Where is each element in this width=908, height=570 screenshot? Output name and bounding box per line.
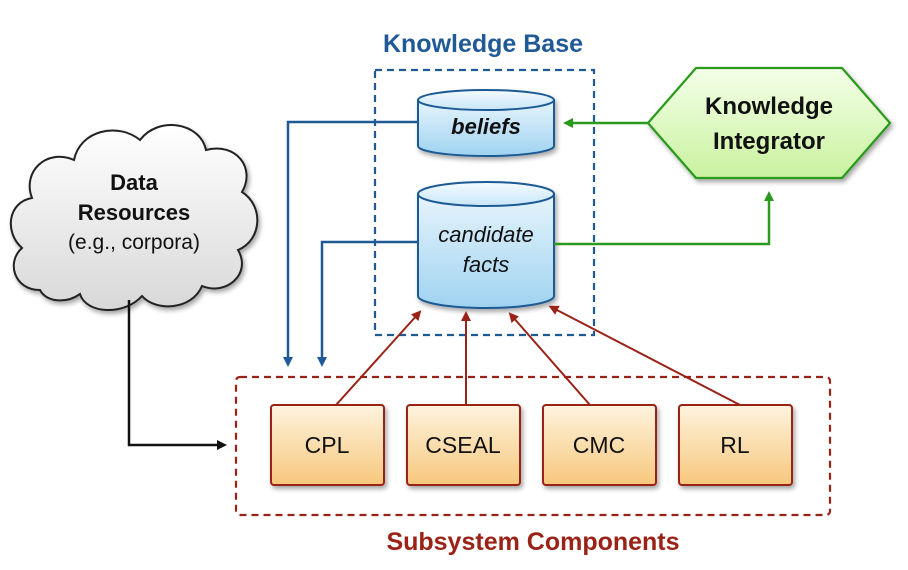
component-cseal: [406, 404, 521, 486]
data-resources-line3: (e.g., corpora): [68, 231, 200, 254]
component-cmc: [542, 404, 657, 486]
component-rl-label: RL: [720, 432, 750, 458]
candidate-facts-database: [417, 181, 555, 309]
subsystem-title: Subsystem Components: [386, 528, 679, 556]
integrator-line1: Knowledge: [705, 93, 833, 120]
integrator-line2: Integrator: [713, 128, 825, 155]
component-cseal-label: CSEAL: [425, 432, 501, 458]
data-resources-cloud: [9, 124, 259, 311]
component-rl: [678, 404, 793, 486]
component-cpl-label: CPL: [305, 432, 350, 458]
candidate-label-line1: candidate: [438, 222, 533, 247]
beliefs-database: [417, 89, 555, 157]
knowledge-base-frame: [373, 68, 596, 337]
candidates-to-integrator-arrow: [554, 191, 774, 246]
component-cpl: [270, 404, 385, 486]
cpl-to-candidates-arrow: [335, 310, 422, 406]
data-resources-line2: Resources: [78, 200, 191, 225]
rl-to-candidates-arrow: [548, 305, 741, 406]
cmc-to-candidates-arrow: [508, 312, 591, 406]
candidate-label-line2: facts: [463, 252, 509, 277]
beliefs-to-components-arrow: [283, 120, 418, 367]
beliefs-label: beliefs: [451, 114, 521, 139]
resources-to-components-arrow: [127, 300, 227, 450]
candidates-to-components-arrow: [317, 240, 418, 367]
component-cmc-label: CMC: [573, 432, 625, 458]
subsystem-frame: [234, 375, 832, 517]
data-resources-line1: Data: [110, 170, 158, 195]
knowledge-base-title: Knowledge Base: [383, 30, 583, 58]
knowledge-integrator-hexagon: [646, 66, 892, 180]
